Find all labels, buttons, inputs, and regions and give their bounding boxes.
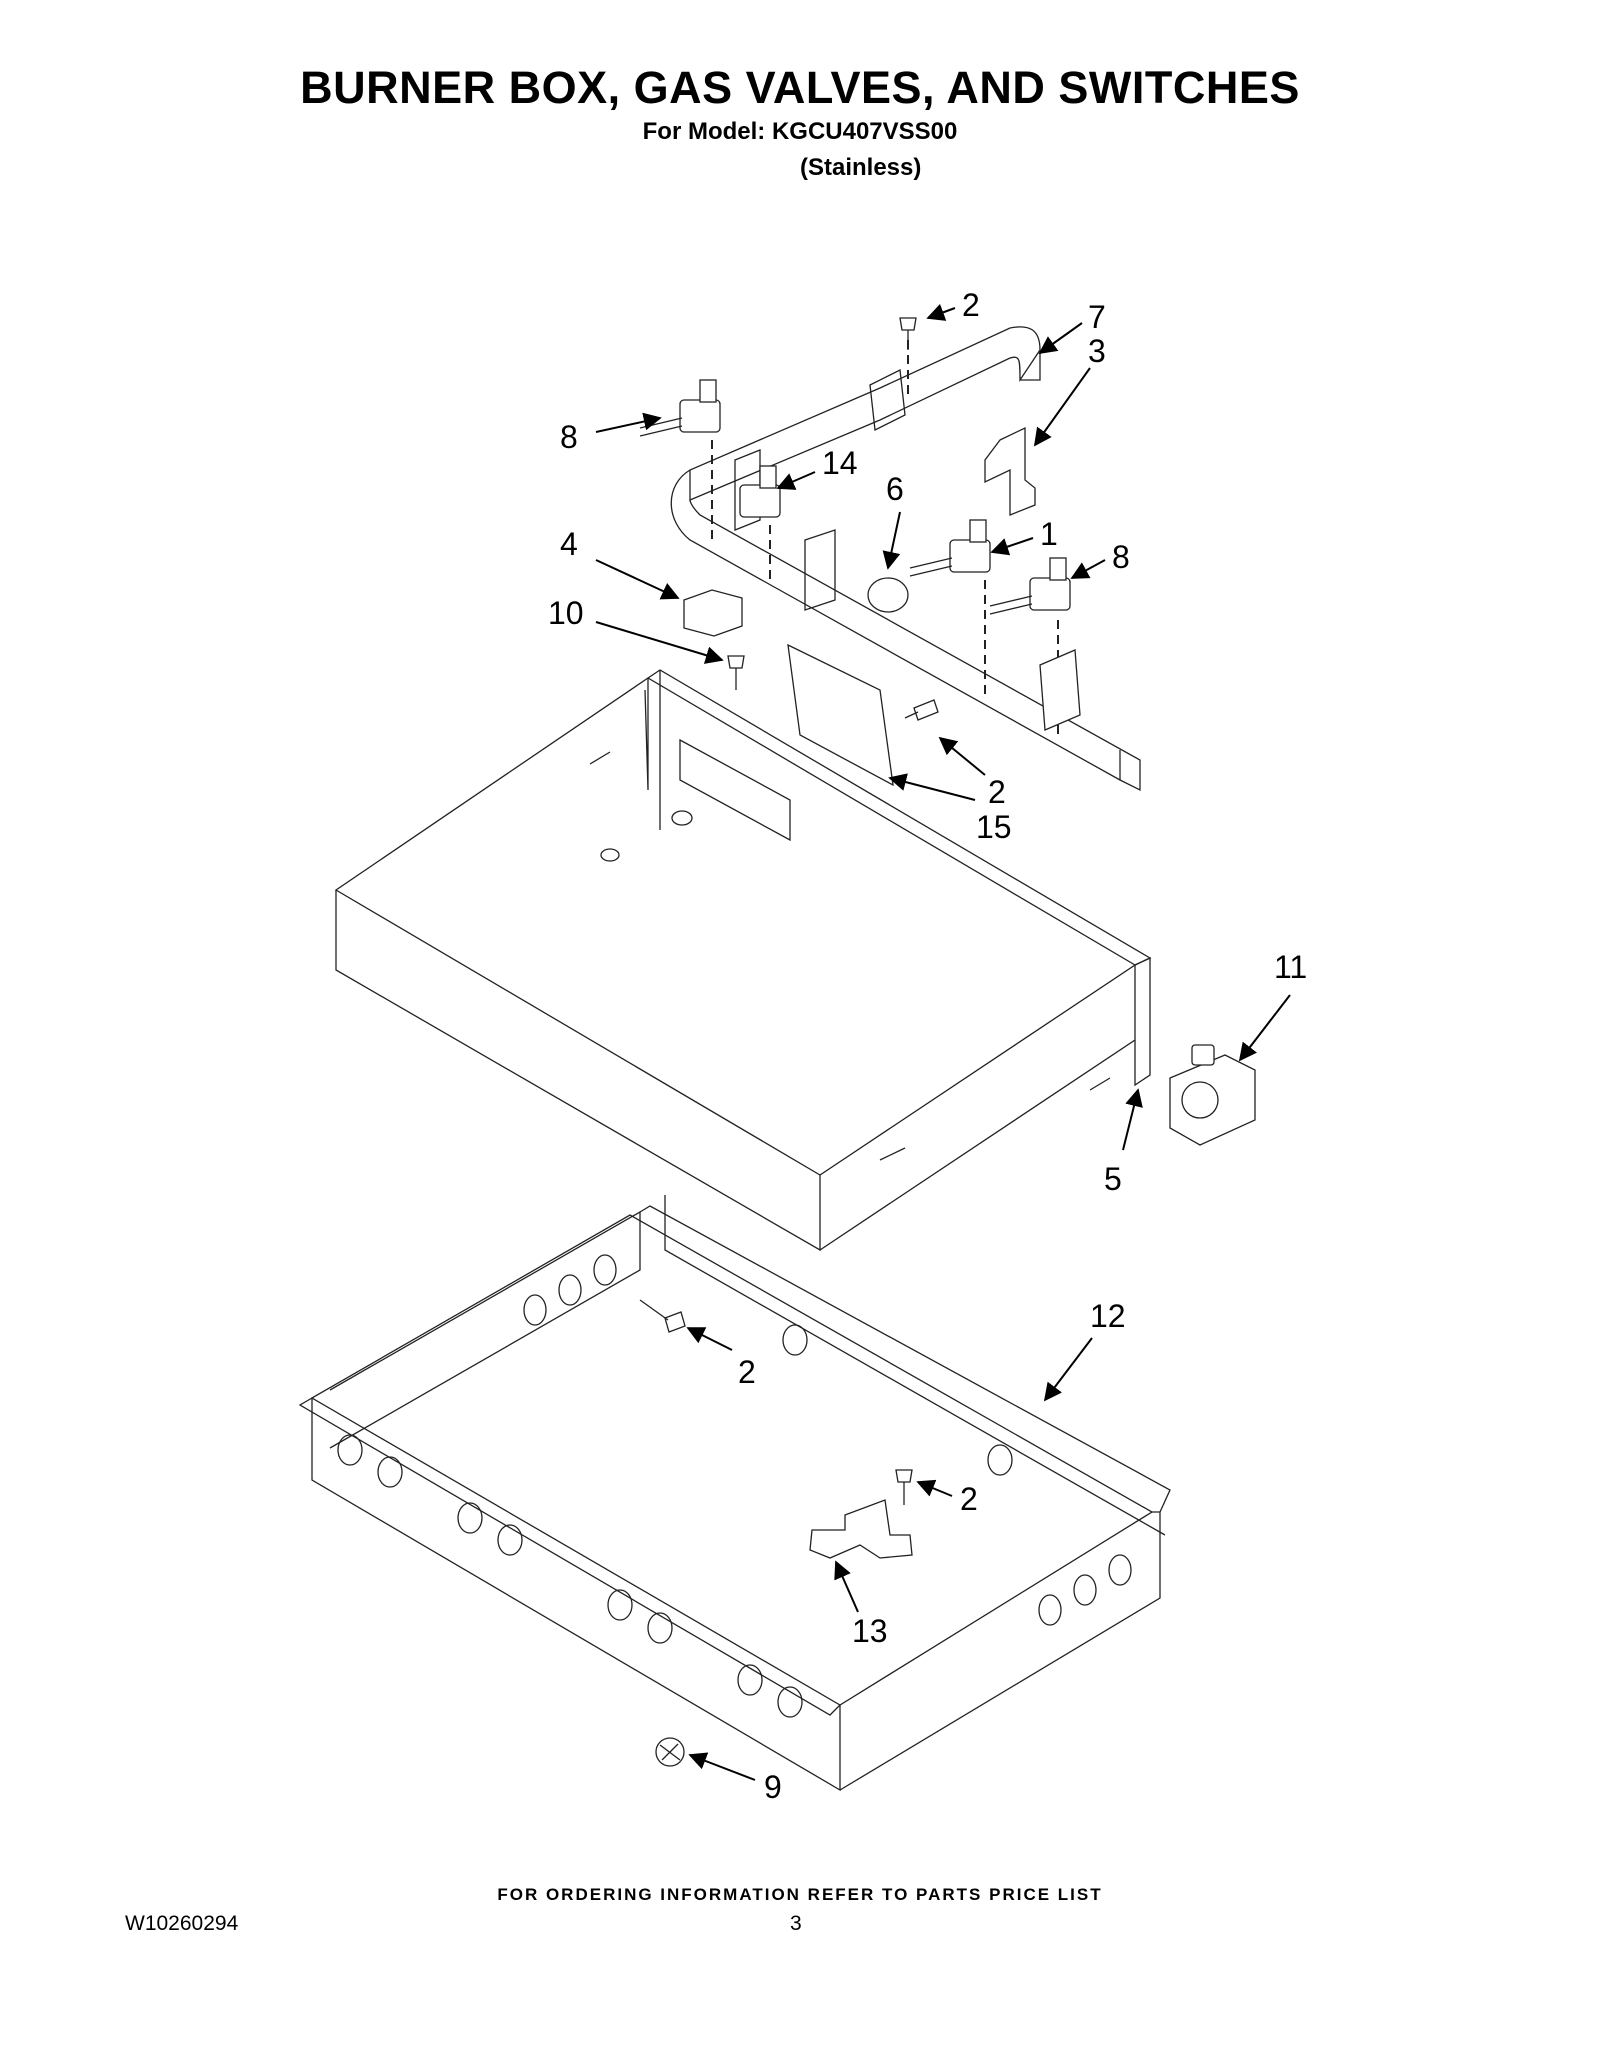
callout-4: 4 <box>560 526 578 562</box>
gas-manifold <box>639 317 1141 792</box>
valve-8-right <box>989 557 1071 615</box>
callout-10: 10 <box>548 595 584 631</box>
burner-box-tray <box>334 669 1152 1252</box>
callout-6: 6 <box>886 471 904 507</box>
callout-2-plate: 2 <box>988 774 1006 810</box>
callout-labels: 2 7 3 8 14 6 1 8 4 10 2 15 11 5 12 2 2 1… <box>548 287 1307 1805</box>
ignition-switch <box>1169 1044 1256 1146</box>
valve-1 <box>909 519 991 577</box>
finish-line: (Stainless) <box>800 154 922 181</box>
model-line: For Model: KGCU407VSS00 <box>642 118 958 145</box>
callout-1: 1 <box>1040 516 1058 552</box>
burner-box-base <box>298 1195 1171 1792</box>
callout-7: 7 <box>1088 299 1106 335</box>
knob-holes-front <box>337 1434 803 1718</box>
valve-8-left <box>639 379 721 437</box>
callout-2-top: 2 <box>962 287 980 323</box>
callout-arrows <box>595 303 1291 1781</box>
doc-number: W10260294 <box>125 1912 239 1935</box>
callout-8-left: 8 <box>560 419 578 455</box>
page-number: 3 <box>790 1912 802 1935</box>
callout-11: 11 <box>1274 949 1307 985</box>
callout-5: 5 <box>1104 1161 1122 1197</box>
ordering-note: FOR ORDERING INFORMATION REFER TO PARTS … <box>497 1885 1103 1904</box>
callout-13: 13 <box>852 1613 888 1649</box>
page-title: BURNER BOX, GAS VALVES, AND SWITCHES <box>300 62 1300 113</box>
callout-2-left: 2 <box>738 1354 756 1390</box>
knob-holes-side <box>523 1254 1132 1626</box>
valve-14 <box>739 465 781 518</box>
callout-2-bracket: 2 <box>960 1481 978 1517</box>
callout-14: 14 <box>822 445 858 481</box>
callout-3: 3 <box>1088 333 1106 369</box>
callout-12: 12 <box>1090 1298 1126 1334</box>
callout-8-right: 8 <box>1112 539 1130 575</box>
callout-15: 15 <box>976 809 1012 845</box>
callout-9: 9 <box>764 1769 782 1805</box>
